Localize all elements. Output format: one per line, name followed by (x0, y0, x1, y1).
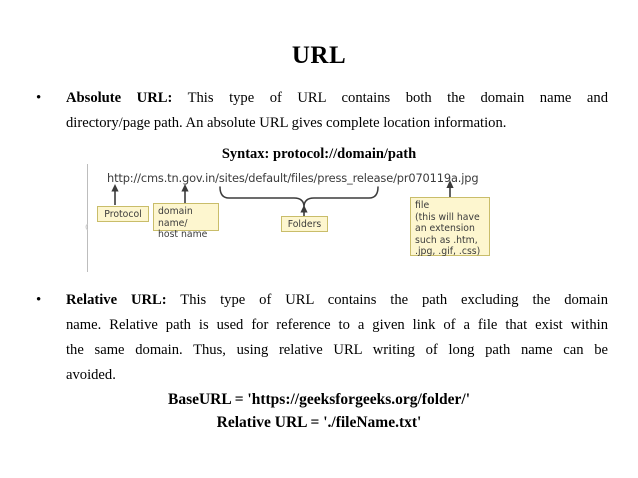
bullet-relative-lead: Relative URL: (66, 292, 167, 308)
arrow-folders-icon (300, 205, 308, 216)
url-anatomy-diagram: http://cms.tn.gov.in/sites/default/files… (84, 162, 554, 278)
base-url-example: BaseURL = 'https://geeksforgeeks.org/fol… (167, 391, 470, 408)
bullet-row: • Absolute URL: This type of URL contain… (30, 86, 608, 136)
bullet-absolute-url: • Absolute URL: This type of URL contain… (30, 86, 608, 136)
callout-folders: Folders (281, 216, 328, 232)
relative-url-example: Relative URL = './fileName.txt' (216, 414, 422, 431)
callout-protocol: Protocol (97, 206, 149, 222)
arrow-domain-icon (181, 184, 189, 203)
url-examples: BaseURL = 'https://geeksforgeeks.org/fol… (0, 388, 638, 434)
page-title: URL (291, 42, 347, 69)
bullet-marker-icon: • (36, 292, 42, 308)
bullet-marker-icon: • (36, 90, 42, 106)
bullet-absolute-text-1: This type of URL contains both the domai… (172, 90, 609, 106)
bullet-row: • Relative URL: This type of URL contain… (30, 288, 608, 388)
diagram-connectors (85, 164, 454, 272)
callout-file: file (this will have an extension such a… (410, 197, 490, 257)
bullet-relative-line-3: the same domain. Thus, using relative UR… (66, 342, 608, 358)
brace-folders (219, 186, 379, 208)
bullet-absolute-line-2: directory/page path. An absolute URL giv… (66, 115, 507, 131)
guide-notch (85, 223, 88, 231)
bullet-relative-text-1: This type of URL contains the path exclu… (166, 292, 608, 308)
bullet-absolute-line-1: Absolute URL: This type of URL contains … (66, 86, 608, 111)
bullet-absolute-lead: Absolute URL: (66, 90, 173, 106)
url-string: http://cms.tn.gov.in/sites/default/files… (107, 171, 479, 185)
syntax-heading: Syntax: protocol://domain/path (221, 146, 417, 162)
arrow-file-icon (446, 180, 454, 197)
bullet-relative-line-1: Relative URL: This type of URL contains … (66, 288, 608, 313)
arrow-protocol-icon (111, 184, 119, 205)
bullet-relative-url: • Relative URL: This type of URL contain… (30, 288, 608, 388)
bullet-relative-line-4: avoided. (66, 367, 116, 383)
callout-domain-host-name: domain name/ host name (153, 203, 219, 240)
bullet-relative-line-2: name. Relative path is used for referenc… (66, 317, 608, 333)
